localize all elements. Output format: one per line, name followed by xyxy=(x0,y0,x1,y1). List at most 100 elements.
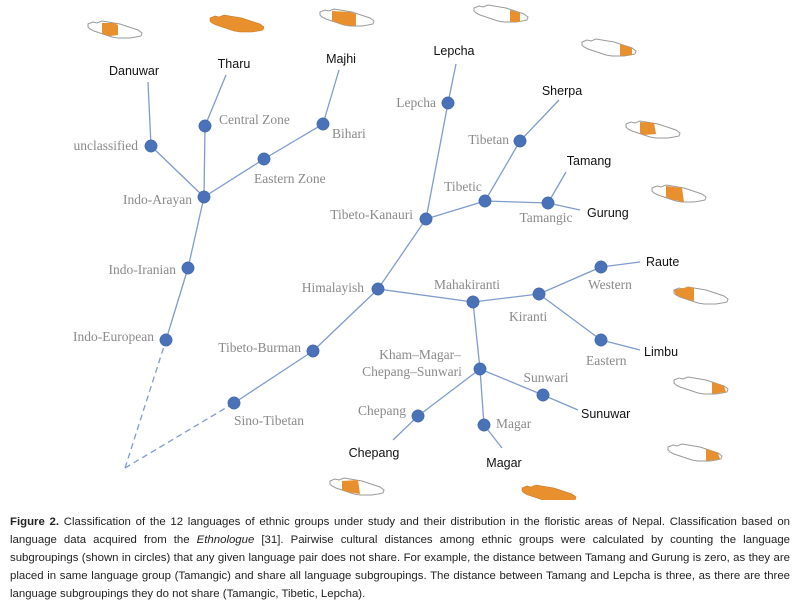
node-indo-european xyxy=(159,333,173,347)
tree-edges xyxy=(124,63,641,469)
edge-indo-arayan-unclassified xyxy=(150,145,205,198)
edge-kiranti-western xyxy=(538,266,602,295)
node-eastern-zone xyxy=(257,152,271,166)
label-tibetan: Tibetan xyxy=(468,132,509,147)
label-indo-european: Indo-European xyxy=(73,329,154,344)
nepal-map-magar xyxy=(521,484,577,500)
node-lepcha xyxy=(441,96,455,110)
label-western: Western xyxy=(588,277,632,292)
node-tibetic xyxy=(478,194,492,208)
edge-tibetic-tibetan xyxy=(484,140,521,202)
node-tibeto-burman xyxy=(306,344,320,358)
node-khm xyxy=(473,362,487,376)
edge-western-raute xyxy=(600,261,641,268)
language-tree-diagram: Danuwar Tharu Majhi Lepcha Lepcha Sherpa… xyxy=(73,4,729,500)
label-chepang-node: Chepang xyxy=(358,403,406,418)
edge-indo-arayan-central-zone xyxy=(203,125,206,198)
edge-root-indo-european xyxy=(124,339,167,469)
label-sino-tibetan: Sino-Tibetan xyxy=(234,413,304,428)
label-tamang: Tamang xyxy=(567,154,612,168)
edge-himalayish-tibeto-kanauri xyxy=(377,218,427,290)
node-tibetan xyxy=(513,134,527,148)
node-unclassified xyxy=(144,139,158,153)
nepal-map-tamang xyxy=(651,184,707,203)
distribution-maps xyxy=(87,4,729,500)
edge-indo-arayan-eastern-zone xyxy=(203,158,265,198)
label-lepcha-leaf: Lepcha xyxy=(433,44,474,58)
nepal-map-tibetan xyxy=(625,120,681,139)
edge-unclassified-danuwar xyxy=(147,81,152,147)
label-magar-leaf: Magar xyxy=(486,456,521,470)
edge-sino-tibetan-tibeto-burman xyxy=(233,350,314,404)
label-tibeto-burman: Tibeto-Burman xyxy=(218,340,301,355)
edge-tibeto-kanauri-tibetic xyxy=(425,200,486,220)
edge-tibeto-kanauri-lepcha xyxy=(425,102,449,220)
edge-tibetic-tamangic xyxy=(484,200,549,204)
edge-root-sino-tibetan xyxy=(124,402,235,469)
node-kiranti xyxy=(532,287,546,301)
edge-kiranti-eastern xyxy=(538,293,602,341)
node-bihari xyxy=(316,117,330,131)
edge-indo-iranian-indo-arayan xyxy=(187,196,205,269)
label-indo-arayan: Indo-Arayan xyxy=(123,192,192,207)
label-eastern: Eastern xyxy=(586,353,627,368)
node-western xyxy=(594,260,608,274)
edge-bihari-majhi xyxy=(322,69,340,125)
label-tibeto-kanauri: Tibeto-Kanauri xyxy=(330,207,413,222)
caption-text-1: Classification of the 12 languages of et… xyxy=(10,516,790,546)
edge-indo-european-indo-iranian xyxy=(165,267,189,341)
label-kham-magar-line1: Kham–Magar– xyxy=(379,347,461,362)
nepal-map-sherpa xyxy=(473,4,529,23)
edge-khm-magar xyxy=(479,368,485,426)
label-mahakiranti: Mahakiranti xyxy=(434,277,500,292)
figure-caption: Figure 2. Classification of the 12 langu… xyxy=(10,513,790,603)
label-central-zone: Central Zone xyxy=(219,112,290,127)
node-sino-tibetan xyxy=(227,396,241,410)
label-lepcha-node: Lepcha xyxy=(396,95,436,110)
edge-eastern-limbu xyxy=(600,339,641,351)
nepal-map-sunuwar xyxy=(667,443,723,462)
edge-himalayish-mahakiranti xyxy=(377,288,474,303)
label-kham-magar-line2: Chepang–Sunwari xyxy=(362,364,462,379)
nepal-map-raute xyxy=(673,286,729,305)
label-magar-node: Magar xyxy=(496,416,532,431)
nepal-map-lepcha xyxy=(581,38,637,57)
edge-central-zone-tharu xyxy=(204,74,227,127)
label-raute: Raute xyxy=(646,255,679,269)
node-central-zone xyxy=(198,119,212,133)
label-tibetic: Tibetic xyxy=(444,179,482,194)
tree-nodes xyxy=(144,96,608,432)
node-mahakiranti xyxy=(466,295,480,309)
edge-khm-sunwari xyxy=(479,368,544,396)
nepal-map-limbu xyxy=(673,376,729,395)
label-chepang-leaf: Chepang xyxy=(349,446,400,460)
node-sunwari xyxy=(536,388,550,402)
label-gurung: Gurung xyxy=(587,206,629,220)
label-sunuwar: Sunuwar xyxy=(581,407,630,421)
edge-eastern-zone-bihari xyxy=(263,123,324,160)
label-limbu: Limbu xyxy=(644,345,678,359)
edge-mahakiranti-khm xyxy=(472,301,481,370)
nepal-map-majhi xyxy=(319,8,375,27)
label-danuwar: Danuwar xyxy=(109,64,159,78)
label-eastern-zone: Eastern Zone xyxy=(254,171,326,186)
edge-tibetan-sherpa xyxy=(519,99,560,142)
label-tamangic: Tamangic xyxy=(519,210,572,225)
nepal-map-chepang xyxy=(329,477,385,496)
label-tharu: Tharu xyxy=(218,57,251,71)
node-eastern xyxy=(594,333,608,347)
label-bihari: Bihari xyxy=(332,126,366,141)
edge-tibeto-burman-himalayish xyxy=(312,288,379,352)
nepal-map-tharu xyxy=(209,14,265,33)
label-sherpa: Sherpa xyxy=(542,84,582,98)
label-kiranti: Kiranti xyxy=(509,309,547,324)
label-himalayish: Himalayish xyxy=(302,280,364,295)
node-tamangic xyxy=(541,196,555,210)
caption-source-title: Ethnologue xyxy=(196,534,255,546)
node-tibeto-kanauri xyxy=(419,212,433,226)
node-indo-iranian xyxy=(181,261,195,275)
label-indo-iranian: Indo-Iranian xyxy=(109,262,177,277)
tree-labels: Danuwar Tharu Majhi Lepcha Lepcha Sherpa… xyxy=(73,44,679,470)
label-unclassified: unclassified xyxy=(74,138,139,153)
edge-mahakiranti-kiranti xyxy=(472,293,540,303)
